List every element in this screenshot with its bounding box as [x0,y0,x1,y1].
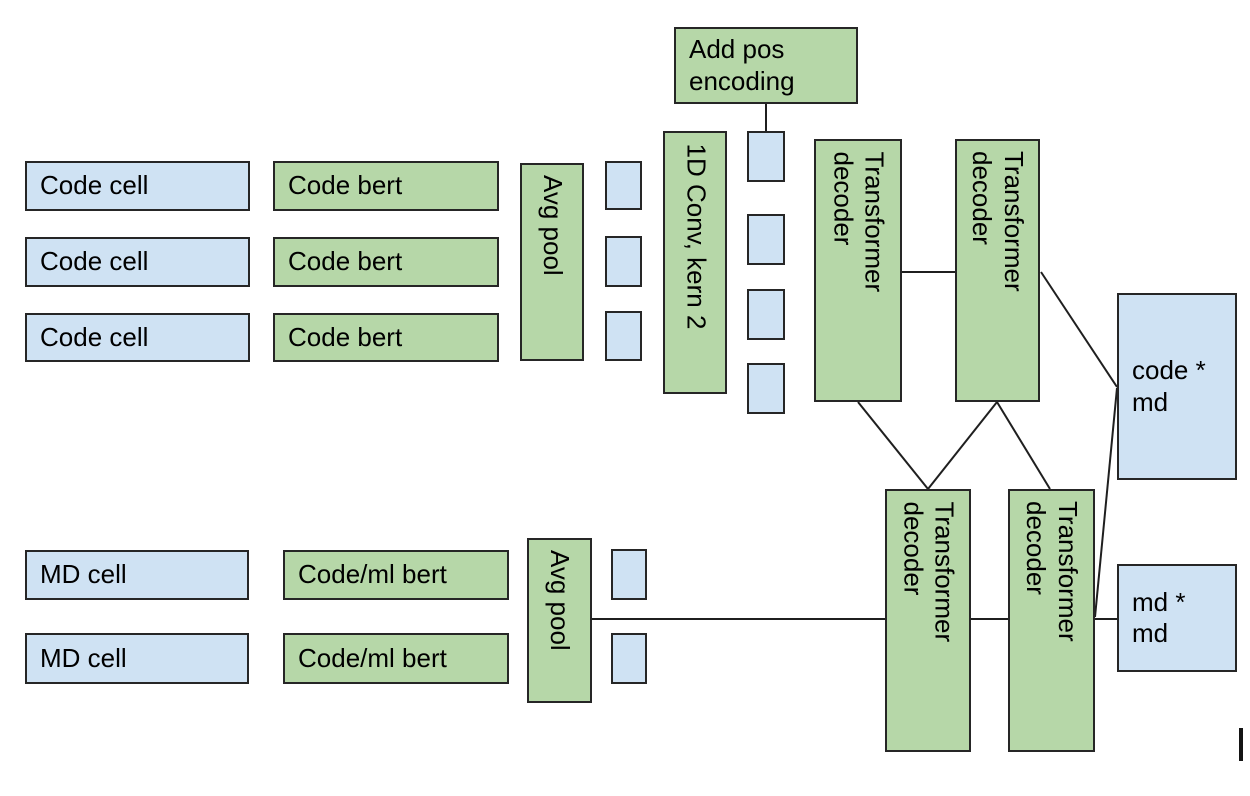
code-bert-3-label: Code bert [288,321,403,352]
avg-pool-bottom: Avg pool [527,538,592,703]
code-bert-2-label: Code bert [288,246,403,277]
md-cell-1-label: MD cell [40,559,127,590]
edge-decoder1-to-decoder3 [857,401,929,490]
vector-conv-1 [747,131,785,182]
code-cell-3-label: Code cell [40,321,149,352]
edge-decoder2-to-decoder4 [996,401,1051,490]
code-ml-bert-1-label: Code/ml bert [298,559,447,590]
code-cell-3: Code cell [25,313,250,362]
code-ml-bert-2-label: Code/ml bert [298,642,447,673]
vector-top-2 [605,236,642,287]
text-cursor [1239,728,1243,761]
code-bert-3: Code bert [273,313,499,362]
code-ml-bert-2: Code/ml bert [283,633,509,684]
code-ml-bert-1: Code/ml bert [283,550,509,600]
code-bert-1-label: Code bert [288,170,403,201]
vector-top-1 [605,161,642,210]
avg-pool-top-label: Avg pool [537,175,568,276]
code-cell-2: Code cell [25,237,250,287]
conv-1d-label: 1D Conv, kern 2 [680,143,711,329]
edge-code-md-to-decoder4 [1094,387,1118,618]
code-bert-1: Code bert [273,161,499,211]
code-bert-2: Code bert [273,237,499,287]
code-cell-1-label: Code cell [40,170,149,201]
code-md-output: code *md [1117,293,1237,480]
vector-conv-4 [747,363,785,414]
code-md-output-label: code *md [1132,355,1206,417]
vector-conv-2 [747,214,785,265]
md-cell-2-label: MD cell [40,642,127,673]
md-cell-2: MD cell [25,633,249,684]
md-cell-1: MD cell [25,550,249,600]
avg-pool-top: Avg pool [520,163,584,361]
md-md-output: md *md [1117,564,1237,672]
avg-pool-bottom-label: Avg pool [545,550,576,651]
vector-conv-3 [747,289,785,340]
code-cell-1: Code cell [25,161,250,211]
conv-1d: 1D Conv, kern 2 [663,131,727,394]
edge-decoder2-to-decoder3 [927,401,998,490]
edge-decoder2-to-code-md [1040,271,1118,388]
vector-bottom-1 [611,549,647,600]
vector-top-3 [605,311,642,361]
code-cell-2-label: Code cell [40,246,149,277]
md-md-output-label: md *md [1132,586,1186,648]
vector-bottom-2 [611,633,647,684]
